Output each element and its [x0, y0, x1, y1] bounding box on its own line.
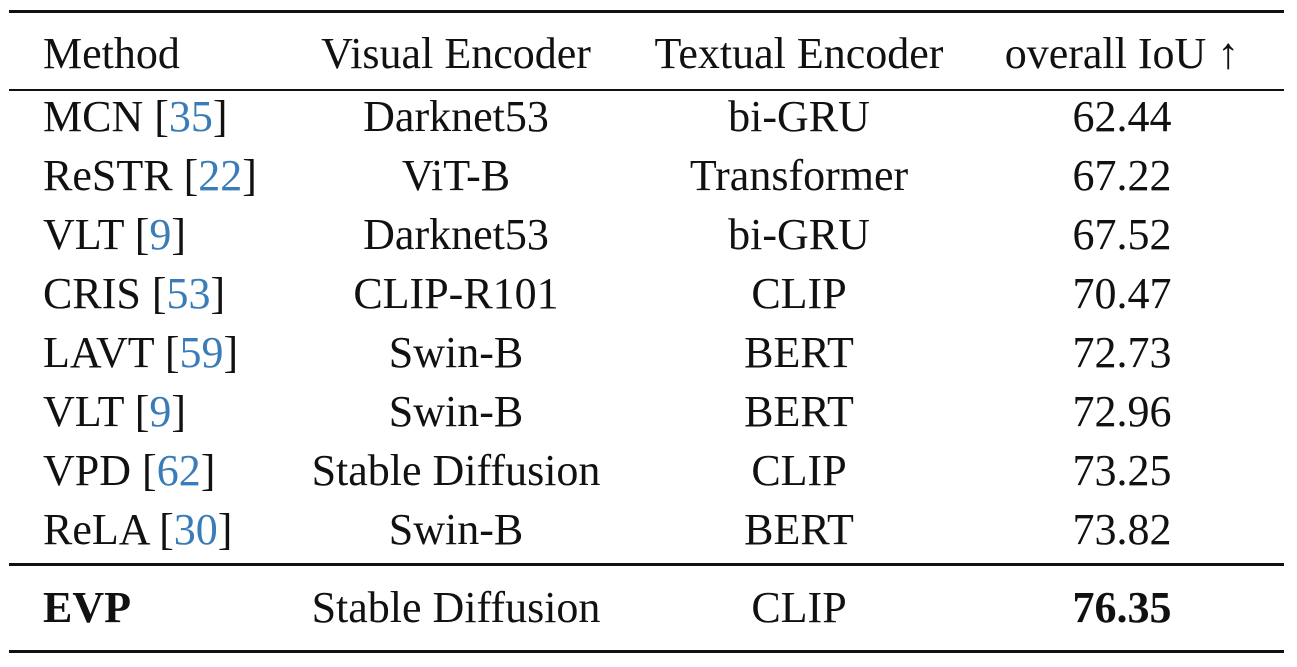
bottom-rule — [9, 650, 1284, 653]
textual-encoder-cell: CLIP — [751, 269, 847, 318]
visual-encoder-cell: CLIP-R101 — [353, 269, 559, 318]
textual-encoder-cell: BERT — [744, 328, 854, 377]
method-cell-evp: EVP — [43, 583, 131, 632]
method-cell: VLT [9] — [43, 387, 187, 436]
visual-encoder-cell: Swin-B — [388, 505, 524, 554]
citation-link[interactable]: 30 — [173, 505, 218, 554]
visual-encoder-cell: Darknet53 — [363, 210, 549, 259]
visual-encoder-cell: Swin-B — [388, 328, 524, 377]
header-method: Method — [43, 29, 180, 78]
citation-link[interactable]: 53 — [166, 269, 211, 318]
method-cell: VLT [9] — [43, 210, 187, 259]
textual-encoder-cell: Transformer — [689, 151, 909, 200]
header-textual-encoder: Textual Encoder — [654, 29, 944, 78]
method-cell: MCN [35] — [43, 92, 228, 141]
method-name: VLT — [43, 210, 124, 259]
method-name: ReSTR — [43, 151, 173, 200]
textual-encoder-cell: bi-GRU — [728, 210, 870, 259]
header-rule — [9, 89, 1284, 91]
iou-cell: 73.82 — [1072, 505, 1172, 554]
textual-encoder-cell: BERT — [744, 505, 854, 554]
iou-cell: 67.52 — [1072, 210, 1172, 259]
citation-link[interactable]: 22 — [198, 151, 243, 200]
method-cell: LAVT [59] — [43, 328, 239, 377]
citation-link[interactable]: 62 — [156, 446, 201, 495]
method-cell: CRIS [53] — [43, 269, 226, 318]
textual-encoder-cell: CLIP — [751, 446, 847, 495]
textual-encoder-cell: BERT — [744, 387, 854, 436]
header-visual-encoder: Visual Encoder — [321, 29, 591, 78]
final-row-rule — [9, 563, 1284, 566]
method-name: CRIS — [43, 269, 141, 318]
method-cell: VPD [62] — [43, 446, 216, 495]
citation-link[interactable]: 9 — [149, 387, 172, 436]
iou-cell: 70.47 — [1072, 269, 1172, 318]
visual-encoder-cell: Darknet53 — [363, 92, 549, 141]
visual-encoder-cell: ViT-B — [401, 151, 511, 200]
visual-encoder-cell: Swin-B — [388, 387, 524, 436]
method-name: VLT — [43, 387, 124, 436]
iou-cell: 67.22 — [1072, 151, 1172, 200]
visual-encoder-cell: Stable Diffusion — [311, 446, 601, 495]
method-name: LAVT — [43, 328, 154, 377]
method-cell: ReSTR [22] — [43, 151, 257, 200]
citation-link[interactable]: 9 — [149, 210, 172, 259]
top-rule — [9, 10, 1284, 13]
iou-cell-best: 76.35 — [1072, 583, 1172, 632]
method-name: VPD — [43, 446, 132, 495]
citation-link[interactable]: 59 — [179, 328, 224, 377]
citation-link[interactable]: 35 — [168, 92, 213, 141]
iou-cell: 62.44 — [1072, 92, 1172, 141]
textual-encoder-cell: CLIP — [751, 583, 847, 632]
header-overall-iou: overall IoU ↑ — [1004, 29, 1240, 78]
textual-encoder-cell: bi-GRU — [728, 92, 870, 141]
method-cell: ReLA [30] — [43, 505, 233, 554]
method-name: ReLA — [43, 505, 149, 554]
iou-cell: 72.96 — [1072, 387, 1172, 436]
iou-cell: 72.73 — [1072, 328, 1172, 377]
method-name: MCN — [43, 92, 144, 141]
iou-cell: 73.25 — [1072, 446, 1172, 495]
visual-encoder-cell: Stable Diffusion — [311, 583, 601, 632]
